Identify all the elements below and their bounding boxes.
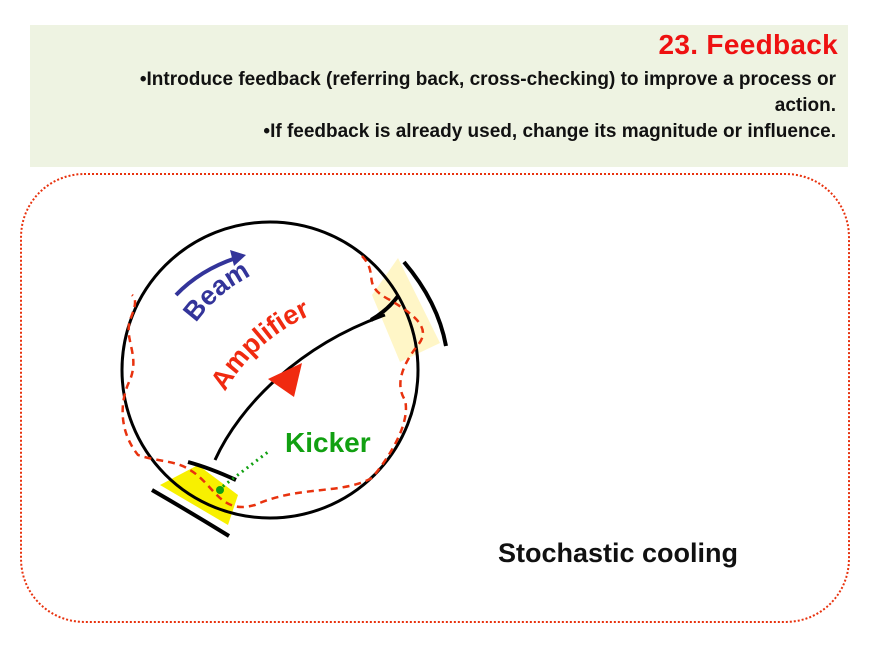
pickup-plate-inner <box>369 294 400 322</box>
beam-direction-arrow <box>174 256 237 297</box>
amplifier-triangle-icon <box>268 363 302 397</box>
kicker-point-icon <box>216 486 224 494</box>
storage-ring <box>120 220 420 520</box>
diagram-caption: Stochastic cooling <box>498 538 739 568</box>
bullet-dot-icon: • <box>139 69 147 90</box>
kicker-label: Kicker <box>285 427 371 458</box>
slide-title: 23. Feedback <box>658 29 838 60</box>
kicker-connector <box>217 450 269 492</box>
kicker-plate-outer <box>150 488 231 538</box>
beam-arrowhead-icon <box>230 250 246 266</box>
bullet-dot-icon: • <box>263 121 271 142</box>
bullet-item: •Introduce feedback (referring back, cro… <box>116 67 836 119</box>
bullet-text: Introduce feedback (referring back, cros… <box>146 69 837 116</box>
signal-path <box>121 255 425 509</box>
pickup-plate-outer <box>402 260 448 347</box>
diagram-panel <box>20 173 850 623</box>
bullet-text: If feedback is already used, change its … <box>270 121 836 142</box>
bullet-item: •If feedback is already used, change its… <box>116 119 836 145</box>
bullet-list: •Introduce feedback (referring back, cro… <box>116 67 836 145</box>
header-band: 23. Feedback •Introduce feedback (referr… <box>30 25 848 167</box>
